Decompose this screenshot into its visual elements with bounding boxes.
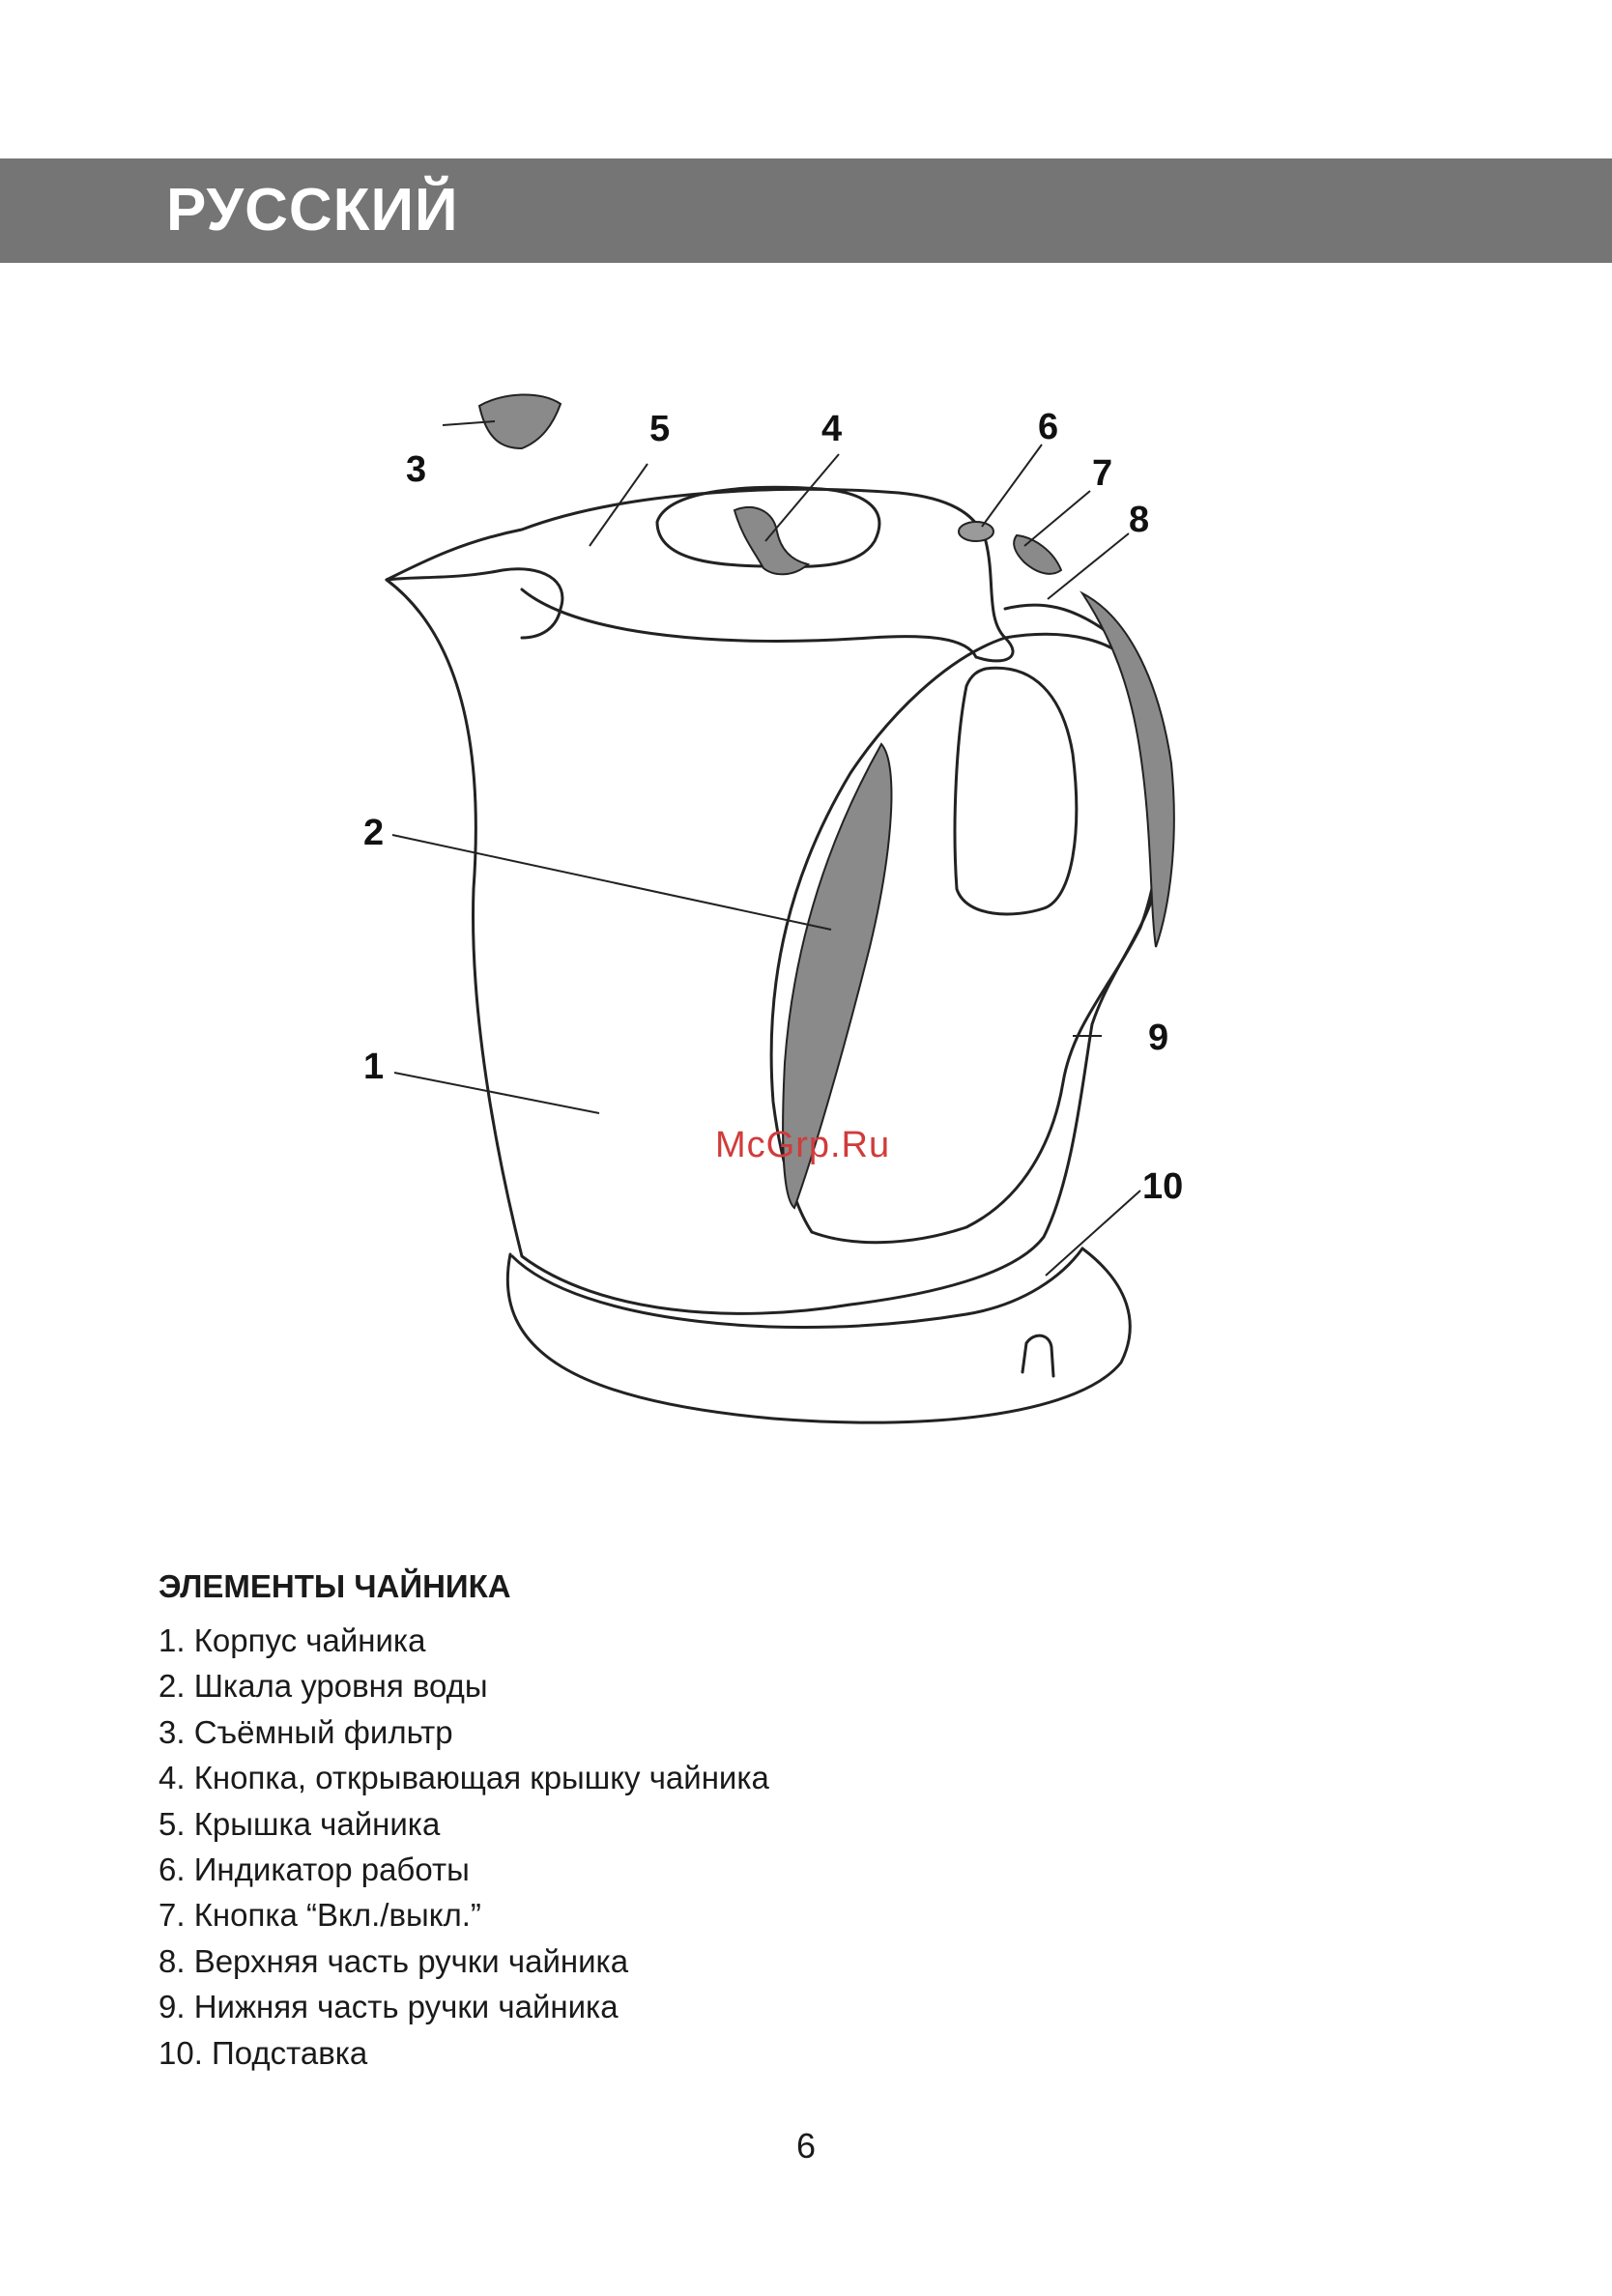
kettle-diagram: 3 5 4 6 7 8 2 1 9 10: [0, 348, 1612, 1449]
power-indicator: [959, 522, 993, 541]
parts-list-item: 9. Нижняя часть ручки чайника: [158, 1984, 1415, 2029]
parts-list-item: 5. Крышка чайника: [158, 1801, 1415, 1847]
power-switch: [1014, 535, 1061, 574]
callout-1: 1: [363, 1047, 384, 1087]
leader-5: [590, 464, 648, 546]
handle-inner: [955, 668, 1077, 914]
callout-7: 7: [1092, 453, 1112, 494]
parts-list-item: 3. Съёмный фильтр: [158, 1709, 1415, 1755]
callout-3: 3: [406, 449, 426, 490]
base-notch: [1022, 1335, 1053, 1376]
callout-6: 6: [1038, 407, 1058, 447]
parts-list-item: 4. Кнопка, открывающая крышку чайника: [158, 1755, 1415, 1800]
callout-4: 4: [821, 409, 842, 449]
callout-10: 10: [1142, 1166, 1183, 1207]
leader-6: [982, 445, 1042, 527]
parts-list-item: 8. Верхняя часть ручки чайника: [158, 1938, 1415, 1984]
body-outline: [387, 580, 1167, 1313]
parts-title: ЭЛЕМЕНТЫ ЧАЙНИКА: [158, 1565, 1415, 1608]
leader-4: [765, 454, 839, 541]
header-title: РУССКИЙ: [166, 172, 459, 249]
callout-9: 9: [1148, 1018, 1168, 1058]
callout-8: 8: [1129, 500, 1149, 540]
callout-5: 5: [649, 409, 670, 449]
parts-list-item: 1. Корпус чайника: [158, 1618, 1415, 1663]
parts-list-item: 7. Кнопка “Вкл./выкл.”: [158, 1892, 1415, 1937]
lid-rim: [522, 589, 976, 657]
leader-10: [1046, 1191, 1140, 1276]
leader-1: [394, 1073, 599, 1113]
parts-section: ЭЛЕМЕНТЫ ЧАЙНИКА 1. Корпус чайника 2. Шк…: [158, 1565, 1415, 2076]
watermark: McGrp.Ru: [715, 1125, 890, 1166]
parts-list-item: 2. Шкала уровня воды: [158, 1663, 1415, 1708]
callout-2: 2: [363, 813, 384, 853]
page-number: 6: [0, 2126, 1612, 2167]
handle-strip: [1082, 593, 1174, 947]
leader-2: [392, 835, 831, 930]
leader-7: [1024, 491, 1090, 546]
parts-list-item: 6. Индикатор работы: [158, 1847, 1415, 1892]
parts-list: 1. Корпус чайника 2. Шкала уровня воды 3…: [158, 1618, 1415, 2076]
parts-list-item: 10. Подставка: [158, 2030, 1415, 2076]
header-bar: РУССКИЙ: [0, 158, 1612, 263]
base-top-line: [512, 1248, 1082, 1328]
